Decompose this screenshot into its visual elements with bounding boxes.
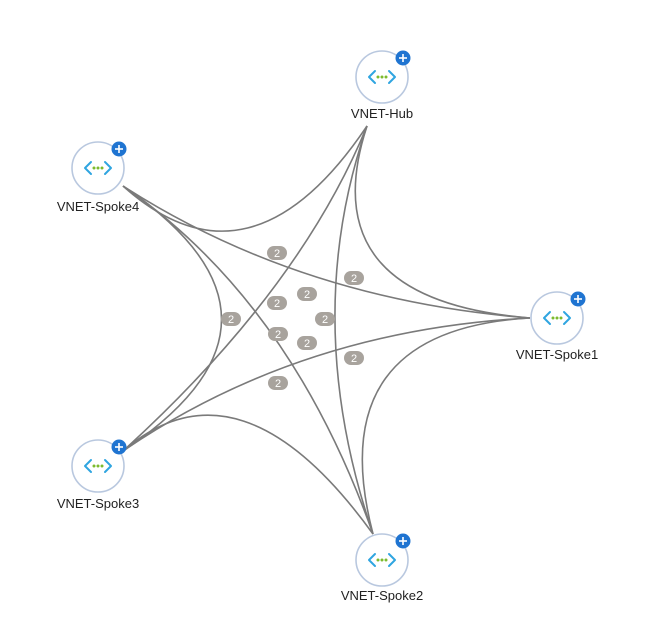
dot-icon (92, 464, 96, 468)
edge-count-badge[interactable]: 2 (297, 287, 317, 301)
edge-count-label: 2 (275, 329, 281, 341)
dot-icon (384, 75, 388, 79)
edge-count-badge-bg (297, 336, 317, 350)
edge-spoke4-spoke3[interactable] (122, 185, 223, 452)
chevron-left-icon (84, 459, 92, 473)
chevron-right-icon (388, 70, 396, 84)
plus-icon (574, 295, 582, 303)
edge-spoke4-hub[interactable] (122, 125, 368, 232)
edge-count-label: 2 (274, 298, 280, 310)
edge-spoke4-spoke2[interactable] (122, 185, 374, 535)
dot-icon (376, 558, 380, 562)
edge-count-badge[interactable]: 2 (221, 312, 241, 326)
edge-count-badge-bg (344, 271, 364, 285)
node-spoke1[interactable]: VNET-Spoke1 (516, 291, 598, 363)
edge-count-badge[interactable]: 2 (315, 312, 335, 326)
edge-spoke1-spoke2[interactable] (361, 317, 531, 535)
edge-count-badge-bg (315, 312, 335, 326)
edges-layer (122, 125, 531, 535)
node-label: VNET-Hub (351, 106, 413, 121)
edge-hub-spoke1[interactable] (354, 125, 531, 319)
virtual-network-icon (543, 311, 571, 325)
dot-icon (100, 166, 104, 170)
chevron-left-icon (543, 311, 551, 325)
dot-icon (555, 316, 559, 320)
chevron-left-icon (368, 553, 376, 567)
dot-icon (559, 316, 563, 320)
edge-spoke4-spoke1[interactable] (122, 185, 531, 319)
expand-node-button[interactable] (570, 291, 586, 307)
edge-count-label: 2 (275, 378, 281, 390)
edge-count-label: 2 (304, 289, 310, 301)
edge-hub-spoke2[interactable] (334, 125, 374, 535)
node-label: VNET-Spoke1 (516, 347, 598, 362)
edge-count-badge-bg (221, 312, 241, 326)
nodes-layer: VNET-HubVNET-Spoke4VNET-Spoke1VNET-Spoke… (57, 50, 598, 604)
dot-icon (92, 166, 96, 170)
dot-icon (380, 558, 384, 562)
edge-count-label: 2 (304, 338, 310, 350)
edge-count-badge[interactable]: 2 (267, 246, 287, 260)
edge-count-badge[interactable]: 2 (268, 376, 288, 390)
node-label: VNET-Spoke2 (341, 588, 423, 603)
node-label: VNET-Spoke4 (57, 199, 139, 214)
node-spoke2[interactable]: VNET-Spoke2 (341, 533, 423, 604)
chevron-left-icon (84, 161, 92, 175)
virtual-network-icon (368, 70, 396, 84)
edge-count-label: 2 (274, 248, 280, 260)
plus-icon (115, 443, 123, 451)
dot-icon (96, 166, 100, 170)
node-hub[interactable]: VNET-Hub (351, 50, 413, 122)
edge-spoke3-spoke2[interactable] (122, 414, 374, 535)
chevron-right-icon (563, 311, 571, 325)
node-spoke4[interactable]: VNET-Spoke4 (57, 141, 139, 215)
edge-count-badge-bg (297, 287, 317, 301)
dot-icon (100, 464, 104, 468)
chevron-right-icon (104, 459, 112, 473)
expand-node-button[interactable] (395, 50, 411, 66)
dot-icon (380, 75, 384, 79)
edge-count-badge[interactable]: 2 (297, 336, 317, 350)
plus-icon (399, 537, 407, 545)
plus-icon (115, 145, 123, 153)
dot-icon (384, 558, 388, 562)
virtual-network-icon (368, 553, 396, 567)
edge-count-label: 2 (351, 273, 357, 285)
edge-spoke3-spoke1[interactable] (122, 317, 531, 452)
edge-count-badge[interactable]: 2 (267, 296, 287, 310)
expand-node-button[interactable] (395, 533, 411, 549)
node-label: VNET-Spoke3 (57, 496, 139, 511)
edge-count-badge[interactable]: 2 (344, 271, 364, 285)
expand-node-button[interactable] (111, 439, 127, 455)
dot-icon (96, 464, 100, 468)
edge-count-badge-bg (267, 296, 287, 310)
edge-count-badge-bg (267, 246, 287, 260)
chevron-right-icon (104, 161, 112, 175)
edge-count-badge-bg (268, 327, 288, 341)
chevron-right-icon (388, 553, 396, 567)
virtual-network-icon (84, 459, 112, 473)
dot-icon (376, 75, 380, 79)
dot-icon (551, 316, 555, 320)
edge-count-badge-bg (268, 376, 288, 390)
edge-count-label: 2 (228, 314, 234, 326)
plus-icon (399, 54, 407, 62)
expand-node-button[interactable] (111, 141, 127, 157)
edge-count-badge[interactable]: 2 (268, 327, 288, 341)
edge-count-label: 2 (322, 314, 328, 326)
edge-count-badge-bg (344, 351, 364, 365)
edge-hub-spoke3[interactable] (122, 125, 368, 452)
edge-count-badge[interactable]: 2 (344, 351, 364, 365)
node-spoke3[interactable]: VNET-Spoke3 (57, 439, 139, 512)
chevron-left-icon (368, 70, 376, 84)
virtual-network-icon (84, 161, 112, 175)
edge-count-label: 2 (351, 353, 357, 365)
